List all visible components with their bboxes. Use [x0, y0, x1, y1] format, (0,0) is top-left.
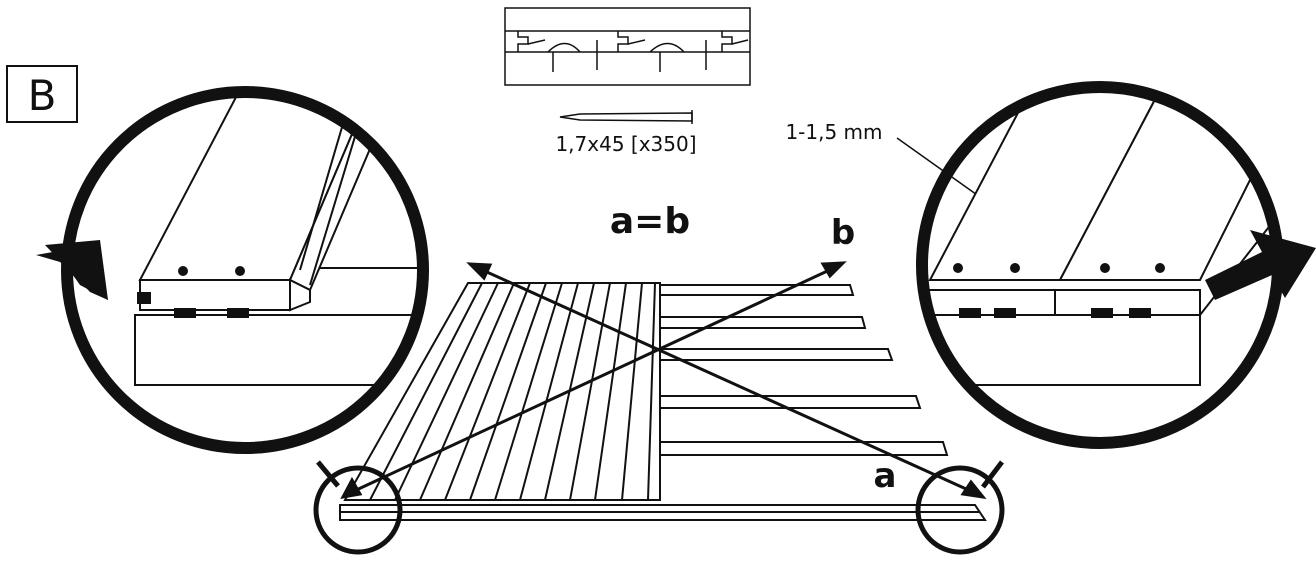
diagonal-b-label: b [831, 213, 855, 253]
push-arrow-icon [1205, 230, 1316, 300]
nail-spec-label: 1,7x45 [x350] [555, 132, 696, 156]
step-label: B [28, 71, 57, 120]
nail-icon [559, 110, 693, 124]
corner-circle-left [313, 465, 403, 555]
connector-left [316, 460, 340, 488]
rotation-arrow-icon [36, 240, 108, 300]
gap-spec-label: 1-1,5 mm [785, 120, 882, 144]
detail-circle-left [61, 86, 429, 454]
diagonal-arrows [340, 261, 987, 500]
connector-right [981, 460, 1004, 489]
corner-circle-right [915, 465, 1005, 555]
step-badge: B [6, 65, 78, 123]
detail-circle-right [916, 81, 1284, 449]
diagonal-a-line [477, 266, 976, 495]
cross-section-inset [504, 7, 751, 86]
diagonal-a-label: a [874, 456, 897, 496]
equation-label: a=b [610, 201, 690, 242]
diagonal-b-line [351, 265, 837, 494]
deck-illustration [339, 282, 987, 521]
